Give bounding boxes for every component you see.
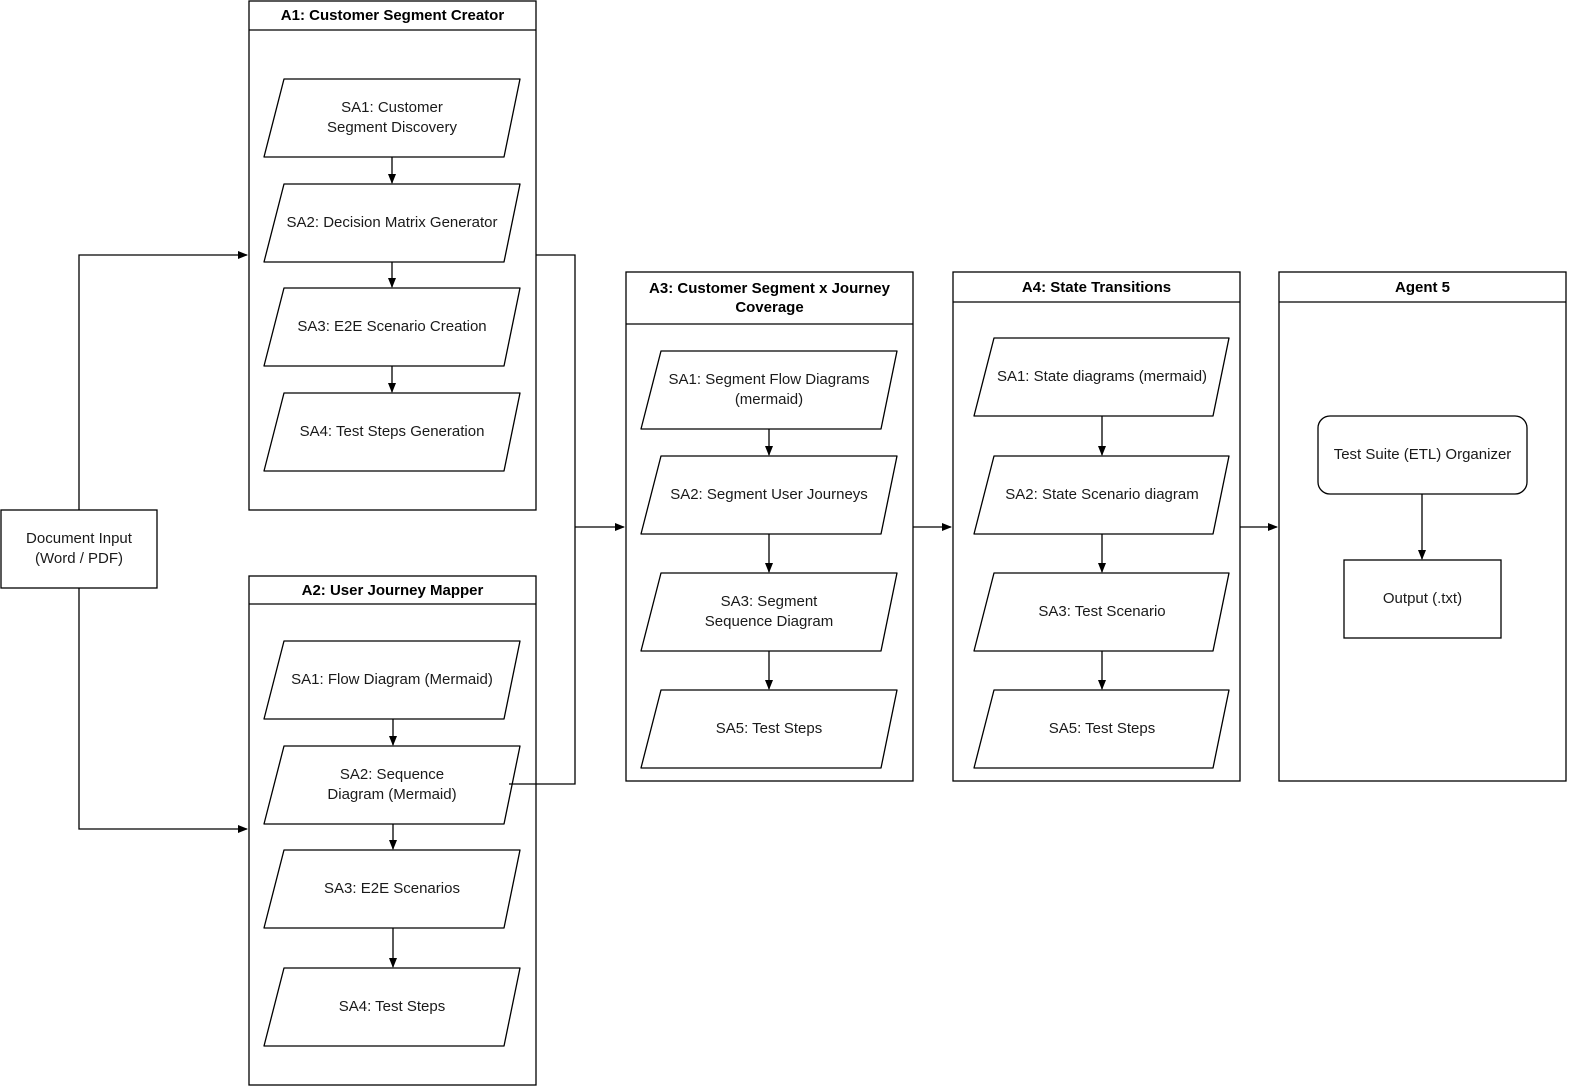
a3-step-1-shape: [640, 350, 898, 430]
a4-step-2-shape: [973, 455, 1230, 535]
a3-step-1-label: SA1: Segment Flow Diagrams (mermaid): [668, 371, 870, 408]
a1-step-3-shape: [263, 287, 521, 367]
a4-step-4-label: SA5: Test Steps: [1048, 720, 1156, 737]
a4-step-1-shape: [973, 337, 1230, 417]
a4-step-3-label: SA3: Test Scenario: [1038, 603, 1166, 620]
a5-output-box: [1343, 559, 1502, 639]
a1-title: A1: Customer Segment Creator: [280, 7, 505, 24]
connector-doc-to-a2: [78, 588, 248, 833]
a3-step-2-shape: [640, 455, 898, 535]
a4-step-2-label: SA2: State Scenario diagram: [1005, 486, 1199, 503]
a5-organizer-label: Test Suite (ETL) Organizer: [1333, 446, 1512, 463]
a3-step-3-label: SA3: Segment Sequence Diagram: [704, 593, 834, 630]
connector-doc-to-a1: [78, 251, 248, 510]
a3-step-4-shape: [640, 689, 898, 769]
document-input-label: Document Input (Word / PDF): [26, 530, 132, 567]
a2-step-2-shape: [263, 745, 521, 825]
a3-title: A3: Customer Segment x Journey Coverage: [649, 280, 890, 316]
a2-step-2-label: SA2: Sequence Diagram (Mermaid): [327, 766, 457, 803]
a5-output-label: Output (.txt): [1382, 590, 1463, 607]
a4-step-4-shape: [973, 689, 1230, 769]
a5-title: Agent 5: [1394, 278, 1450, 296]
a3-step-3-shape: [640, 572, 898, 652]
a1-step-4-label: SA4: Test Steps Generation: [299, 423, 485, 440]
document-input-box: [0, 509, 158, 589]
a2-step-4-shape: [263, 967, 521, 1047]
a2-step-3-shape: [263, 849, 521, 929]
a2-title: A2: User Journey Mapper: [301, 581, 484, 599]
a4-title: A4: State Transitions: [1021, 278, 1172, 296]
a1-step-2-label: SA2: Decision Matrix Generator: [286, 214, 498, 231]
connector-a1-to-merge: [536, 254, 576, 527]
a4-step-3-shape: [973, 572, 1230, 652]
a1-step-1-label: SA1: Customer Segment Discovery: [326, 99, 458, 136]
a2-step-1-label: SA1: Flow Diagram (Mermaid): [291, 671, 493, 688]
a1-step-1-shape: [263, 78, 521, 158]
connector-a2-to-merge: [509, 527, 576, 785]
a2-step-1-shape: [263, 640, 521, 720]
a4-step-1-label: SA1: State diagrams (mermaid): [996, 368, 1208, 385]
a2-step-3-label: SA3: E2E Scenarios: [324, 880, 460, 897]
a1-step-2-shape: [263, 183, 521, 263]
a2-step-4-label: SA4: Test Steps: [338, 998, 446, 1015]
a3-step-4-label: SA5: Test Steps: [715, 720, 823, 737]
a3-step-2-label: SA2: Segment User Journeys: [670, 486, 868, 503]
a1-step-3-label: SA3: E2E Scenario Creation: [297, 318, 487, 335]
a1-step-4-shape: [263, 392, 521, 472]
